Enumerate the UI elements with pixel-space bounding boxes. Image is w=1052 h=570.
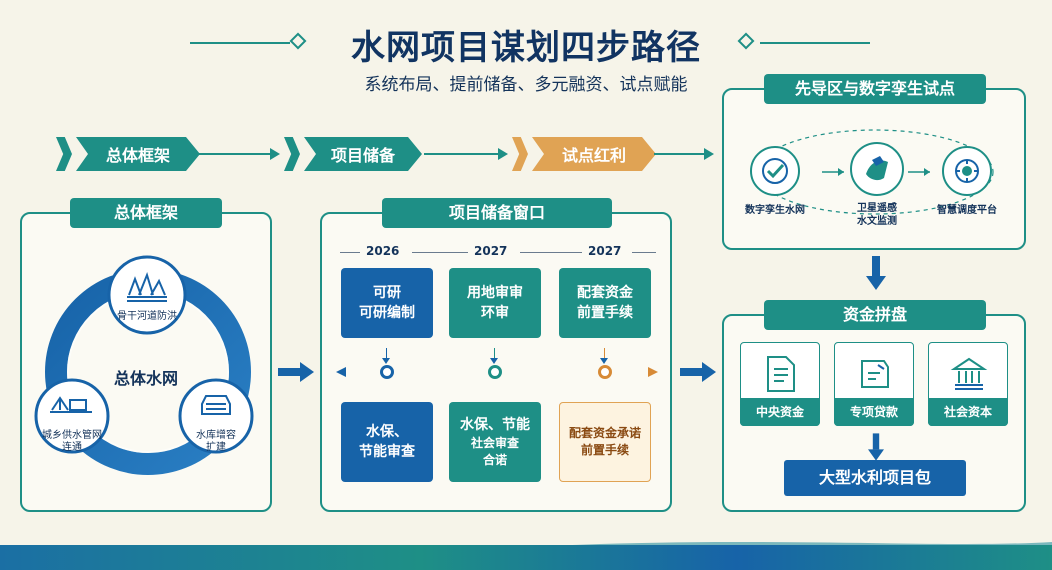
storage-card-land-approval: 用地审审 环审 bbox=[449, 268, 541, 338]
water-project-package: 大型水利项目包 bbox=[784, 460, 966, 496]
chevron-icon bbox=[56, 137, 72, 171]
storage-card-matching-funds: 配套资金 前置手续 bbox=[559, 268, 651, 338]
card-line: 水保、 bbox=[366, 424, 408, 440]
pipe-network-icon bbox=[50, 396, 92, 413]
fund-source-label: 社会资本 bbox=[928, 398, 1008, 426]
arrow-down-icon bbox=[382, 348, 390, 364]
card-line: 环审 bbox=[481, 305, 509, 321]
water-supply-node bbox=[34, 378, 110, 454]
fund-source-loan: 专项贷款 bbox=[834, 342, 914, 426]
storage-card-social-review: 水保、节能 社会审查 合诺 bbox=[449, 402, 541, 482]
year-dash bbox=[632, 252, 656, 253]
loan-card-icon bbox=[835, 351, 915, 397]
title-bar: 水网项目谋划四步路径 bbox=[0, 20, 1052, 68]
year-label: 2027 bbox=[474, 244, 508, 258]
year-dash bbox=[412, 252, 468, 253]
card-line: 配套资金 bbox=[577, 285, 633, 301]
flow-step-3-label: 试点红利 bbox=[532, 137, 656, 171]
node-right-label: 水库增容 扩建 bbox=[176, 430, 256, 454]
flow-step-2: 项目储备 bbox=[284, 137, 422, 171]
title-line-right bbox=[760, 42, 870, 44]
arrow-right-icon bbox=[654, 148, 714, 160]
timeline-node bbox=[380, 365, 394, 379]
node-left-label: 城乡供水管网 连通 bbox=[32, 430, 112, 454]
timeline-node bbox=[488, 365, 502, 379]
storage-window-title: 项目储备窗口 bbox=[382, 198, 612, 228]
pilot-item-label: 数字孪生水网 bbox=[745, 205, 805, 216]
chevron-icon bbox=[284, 137, 300, 171]
storage-card-funds-commitment: 配套资金承诺 前置手续 bbox=[559, 402, 651, 482]
satellite-map-icon bbox=[850, 142, 904, 196]
year-label: 2027 bbox=[588, 244, 622, 258]
flow-step-2-label: 项目储备 bbox=[304, 137, 422, 171]
framework-panel-title: 总体框架 bbox=[70, 198, 222, 228]
title-line-left bbox=[190, 42, 290, 44]
arrow-right-icon bbox=[680, 362, 716, 382]
timeline-node bbox=[598, 365, 612, 379]
card-line: 节能审查 bbox=[359, 444, 415, 460]
reservoir-icon bbox=[201, 395, 231, 415]
node-left-line2: 连通 bbox=[62, 442, 82, 453]
page-subtitle: 系统布局、提前储备、多元融资、试点赋能 bbox=[364, 75, 688, 95]
funding-panel-title: 资金拼盘 bbox=[764, 300, 986, 330]
card-line: 社会审查 bbox=[470, 436, 519, 450]
arrow-down-icon bbox=[490, 348, 498, 364]
document-icon bbox=[741, 351, 821, 397]
chevron-icon bbox=[512, 137, 528, 171]
footer-band bbox=[0, 545, 1052, 570]
card-line: 合诺 bbox=[482, 453, 507, 467]
fund-source-central: 中央资金 bbox=[740, 342, 820, 426]
pilot-panel-title: 先导区与数字孪生试点 bbox=[764, 74, 986, 104]
flow-step-1: 总体框架 bbox=[56, 137, 200, 171]
page-title: 水网项目谋划四步路径 bbox=[351, 28, 701, 68]
flow-step-1-label: 总体框架 bbox=[76, 137, 200, 171]
storage-card-soil-energy: 水保、 节能审查 bbox=[341, 402, 433, 482]
arrow-down-icon bbox=[600, 348, 608, 364]
flow-step-3: 试点红利 bbox=[512, 137, 656, 171]
arrow-down-icon bbox=[866, 256, 886, 290]
card-line: 前置手续 bbox=[580, 443, 629, 457]
reservoir-node bbox=[178, 378, 254, 454]
pilot-item-label: 智慧调度平台 bbox=[937, 205, 997, 216]
card-line: 配套资金承诺 bbox=[568, 426, 641, 440]
ring-center-label: 总体水网 bbox=[113, 369, 178, 388]
card-line: 可研编制 bbox=[359, 305, 415, 321]
card-line: 用地审审 bbox=[467, 285, 523, 301]
check-shield-icon bbox=[750, 146, 800, 196]
year-label: 2026 bbox=[366, 244, 400, 258]
year-dash bbox=[340, 252, 360, 253]
fund-source-label: 专项贷款 bbox=[834, 398, 914, 426]
storage-card-feasibility: 可研 可研编制 bbox=[341, 268, 433, 338]
dispatch-gauge-icon bbox=[942, 146, 992, 196]
pilot-item-label: 卫星遥感 水文监测 bbox=[836, 202, 918, 228]
pilot-label-line: 水文监测 bbox=[857, 216, 897, 227]
card-line: 可研 bbox=[373, 285, 401, 301]
arrow-right-icon bbox=[278, 362, 314, 382]
fund-source-label: 中央资金 bbox=[740, 398, 820, 426]
bank-icon bbox=[929, 351, 1009, 397]
arrow-down-icon bbox=[868, 433, 884, 461]
node-right-line2: 扩建 bbox=[206, 442, 226, 453]
node-top-label: 骨干河道防洪 bbox=[117, 311, 177, 322]
flood-control-node bbox=[107, 255, 187, 335]
pilot-label-line: 卫星遥感 bbox=[857, 203, 897, 214]
dam-building-icon bbox=[127, 271, 167, 302]
arrow-right-icon bbox=[424, 148, 508, 160]
fund-source-social: 社会资本 bbox=[928, 342, 1008, 426]
node-right-line1: 水库增容 bbox=[196, 430, 236, 441]
card-line: 前置手续 bbox=[577, 305, 633, 321]
node-left-line1: 城乡供水管网 bbox=[42, 430, 102, 441]
card-line: 水保、节能 bbox=[460, 417, 530, 433]
year-dash bbox=[520, 252, 582, 253]
arrow-right-icon bbox=[196, 148, 280, 160]
